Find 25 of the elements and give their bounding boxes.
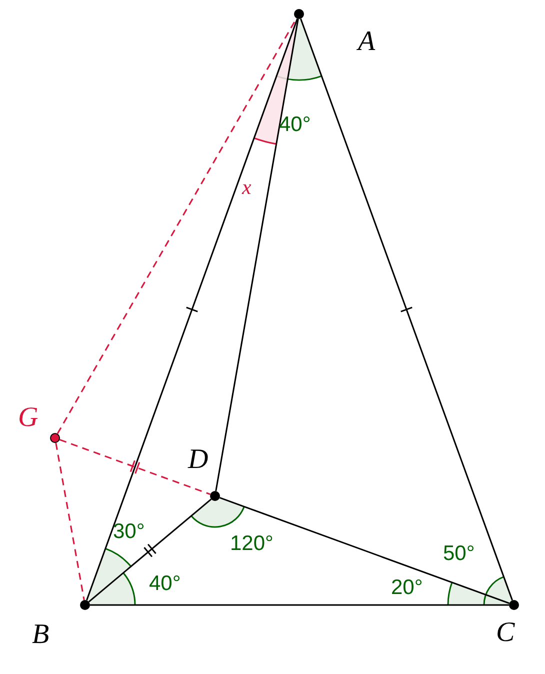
angle-label: 20° bbox=[391, 577, 423, 598]
line-segment bbox=[88, 498, 212, 602]
dashed-line bbox=[59, 439, 211, 495]
angle-label: 40° bbox=[149, 573, 181, 594]
line-segment bbox=[90, 604, 509, 606]
line-segment bbox=[300, 18, 513, 601]
line-segment bbox=[86, 18, 298, 601]
point-label: G bbox=[18, 404, 38, 432]
angle-label: 50° bbox=[443, 543, 475, 564]
angle-label: 40° bbox=[279, 114, 311, 135]
point-dot bbox=[80, 600, 90, 610]
point-dot bbox=[210, 491, 220, 501]
point-label: C bbox=[496, 619, 515, 647]
point-label: A bbox=[358, 28, 376, 56]
line-segment bbox=[215, 18, 299, 492]
point-label: B bbox=[32, 621, 50, 649]
dashed-line bbox=[55, 442, 85, 600]
angle-label: 30° bbox=[113, 521, 145, 542]
point-dot bbox=[294, 9, 304, 19]
point-dot bbox=[50, 433, 60, 443]
point-dot bbox=[509, 600, 519, 610]
line-segment bbox=[219, 497, 510, 604]
point-label: D bbox=[188, 446, 208, 474]
angle-label: x bbox=[242, 177, 252, 198]
angle-label: 120° bbox=[230, 533, 274, 554]
